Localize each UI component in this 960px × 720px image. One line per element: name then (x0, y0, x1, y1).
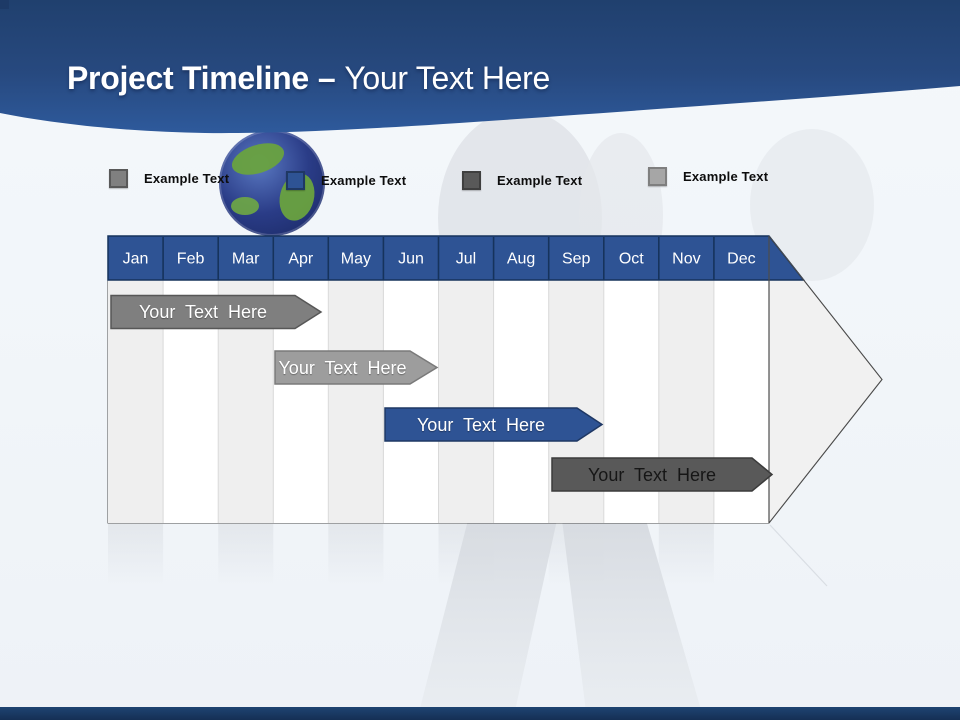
timeline-bar-2[interactable]: Your Text Here (274, 350, 439, 385)
legend-swatch (109, 169, 128, 188)
month-label: Nov (672, 251, 700, 268)
timeline-bar-shape (384, 407, 604, 442)
legend-swatch (462, 171, 481, 190)
legend-label: Example Text (321, 173, 407, 188)
legend-item-4[interactable]: Example Text (648, 167, 768, 186)
legend-swatch (286, 171, 305, 190)
timeline-bar-shape (110, 294, 323, 330)
legend-label: Example Text (497, 173, 583, 188)
month-label: Jun (398, 251, 424, 268)
legend-swatch (648, 167, 667, 186)
title-dash: – (317, 60, 336, 96)
page-title: Project Timeline–Your Text Here (67, 60, 550, 97)
title-main-text[interactable]: Project Timeline (67, 60, 309, 96)
table-reflection (108, 524, 828, 587)
timeline-bar-4[interactable]: Your Text Here (551, 457, 774, 492)
timeline-bar-shape (274, 350, 439, 385)
month-label: Feb (177, 251, 205, 268)
legend-item-1[interactable]: Example Text (109, 169, 229, 188)
timeline-bar-label: Your Text Here (139, 302, 267, 322)
timeline-bar-1[interactable]: Your Text Here (110, 294, 323, 330)
timeline-bar-shape (551, 457, 774, 492)
timeline-chart: Jan Feb Mar Apr May Jun Jul Aug Sep Oct … (107, 235, 883, 524)
month-label: May (341, 251, 371, 268)
corner-mark (0, 0, 9, 9)
month-label: Mar (232, 251, 260, 268)
month-label: Dec (727, 251, 755, 268)
month-label: Jan (123, 251, 149, 268)
globe-icon (219, 130, 325, 236)
month-label: Sep (562, 251, 591, 268)
month-label: Oct (619, 251, 644, 268)
timeline-bar-3[interactable]: Your Text Here (384, 407, 604, 442)
month-label: Jul (456, 251, 476, 268)
legend-label: Example Text (144, 171, 230, 186)
month-label: Apr (288, 251, 314, 268)
title-placeholder-text[interactable]: Your Text Here (344, 60, 551, 96)
month-label: Aug (507, 251, 535, 268)
legend-label: Example Text (683, 169, 769, 184)
legend-item-2[interactable]: Example Text (286, 171, 406, 190)
figure-left-leg (417, 520, 557, 720)
timeline-bar-label: Your Text Here (417, 415, 545, 435)
legend-item-3[interactable]: Example Text (462, 171, 582, 190)
month-header-separators (162, 237, 715, 280)
footer-bar (0, 707, 960, 720)
title-band (0, 0, 960, 134)
timeline-bar-label: Your Text Here (278, 358, 406, 378)
timeline-bar-label: Your Text Here (588, 465, 716, 485)
